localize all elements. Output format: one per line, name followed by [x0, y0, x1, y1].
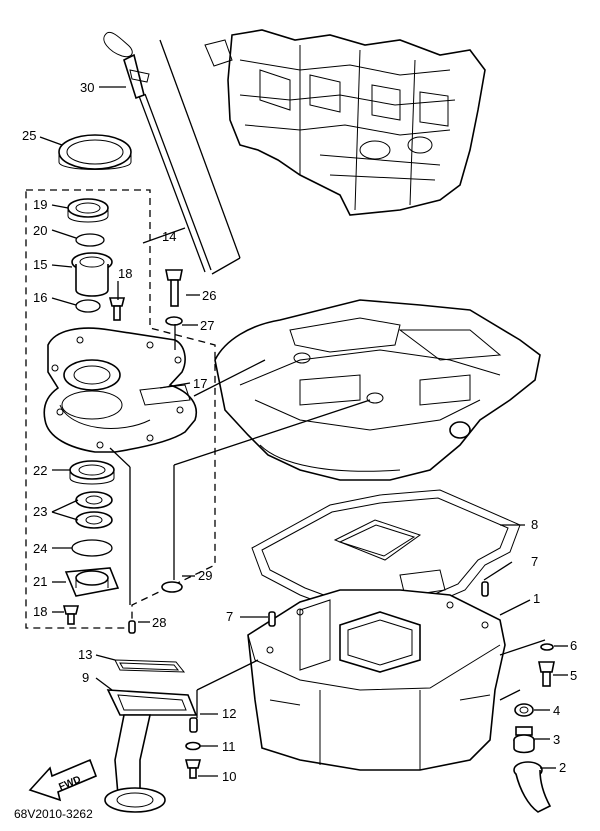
part-11-washer: [185, 741, 201, 751]
callout-23: 23: [33, 504, 47, 519]
callout-17: 17: [193, 376, 207, 391]
callout-7-right: 7: [531, 554, 538, 569]
callout-10: 10: [222, 769, 236, 784]
callout-28: 28: [152, 615, 166, 630]
callout-16: 16: [33, 290, 47, 305]
drawing-code: 68V2010-3262: [14, 807, 93, 821]
callout-11: 11: [222, 739, 236, 754]
part-9-oil-strainer: [104, 689, 198, 813]
part-2-hose: [513, 761, 552, 813]
callout-26: 26: [202, 288, 216, 303]
part-23-seals: [75, 491, 113, 529]
part-18-bolt-lower: [62, 605, 80, 625]
callout-29: 29: [198, 568, 212, 583]
callout-7-left: 7: [226, 609, 233, 624]
callout-22: 22: [33, 463, 47, 478]
callout-labels: 30 25 19 20 14 15 18 26 16 27 17 22 23 8…: [22, 80, 577, 784]
part-dipstick-guide: [159, 39, 241, 275]
part-10-bolt: [184, 759, 202, 779]
callout-12: 12: [222, 706, 236, 721]
callout-21: 21: [33, 574, 47, 589]
leader-lines: [39, 86, 568, 777]
callout-8: 8: [531, 517, 538, 532]
assembly-group-outline: [25, 189, 216, 629]
callout-18-lower: 18: [33, 604, 47, 619]
part-18-bolt-upper: [108, 297, 126, 321]
part-8-gasket: [251, 489, 521, 619]
part-7-pin-left: [268, 611, 276, 627]
part-28-pin: [128, 620, 136, 634]
callout-27: 27: [200, 318, 214, 333]
part-26-bolt: [165, 269, 183, 307]
part-24-o-ring: [71, 539, 113, 557]
callout-3: 3: [553, 732, 560, 747]
part-housing-assembly: [43, 327, 197, 453]
part-1-oil-pan: [247, 589, 506, 771]
part-15-sleeve: [71, 252, 113, 297]
callout-18-upper: 18: [118, 266, 132, 281]
callout-14: 14: [162, 229, 176, 244]
part-19-seal: [67, 198, 109, 223]
part-seal-ring: [58, 134, 132, 170]
part-16-o-ring: [75, 299, 101, 313]
part-13-gasket: [114, 659, 186, 673]
part-27-washer: [165, 316, 183, 326]
callout-25: 25: [22, 128, 36, 143]
callout-13: 13: [78, 647, 92, 662]
callout-4: 4: [553, 703, 560, 718]
part-exhaust-guide: [214, 299, 541, 481]
part-7-pin-right: [481, 581, 489, 597]
forward-arrow-icon: FWD: [28, 758, 98, 802]
callout-1: 1: [533, 591, 540, 606]
part-20-o-ring: [75, 233, 105, 247]
part-29-washer: [161, 581, 183, 593]
callout-6: 6: [570, 638, 577, 653]
callout-9: 9: [82, 670, 89, 685]
callout-5: 5: [570, 668, 577, 683]
callout-15: 15: [33, 257, 47, 272]
callout-2: 2: [559, 760, 566, 775]
part-21-cover: [64, 567, 120, 597]
callout-24: 24: [33, 541, 47, 556]
callout-19: 19: [33, 197, 47, 212]
part-5-bolt: [538, 661, 555, 687]
part-6-washer: [540, 643, 554, 651]
callout-30: 30: [80, 80, 94, 95]
part-3-drain-plug: [513, 726, 535, 754]
part-4-gasket: [514, 703, 534, 717]
part-12-pin: [189, 717, 198, 733]
callout-20: 20: [33, 223, 47, 238]
engine-block: [204, 29, 486, 216]
part-dipstick: [103, 31, 212, 273]
part-22-seal: [69, 460, 115, 485]
